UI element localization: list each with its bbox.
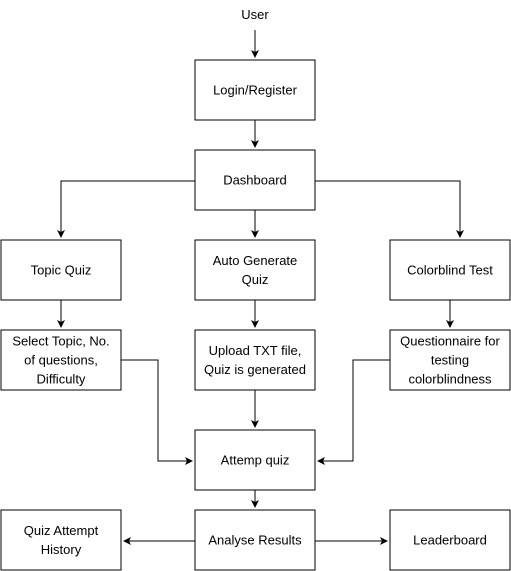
edges (57, 30, 464, 545)
svg-text:Analyse Results: Analyse Results (208, 533, 302, 548)
node-upload-txt: Upload TXT file, Quiz is generated (194, 329, 316, 391)
edge-dashboard-topic-quiz (57, 180, 195, 238)
node-label-line: Analyse Results (208, 533, 302, 548)
node-label-line: of questions, (24, 353, 98, 368)
node-login: Login/Register (194, 59, 316, 121)
node-topic-quiz: Topic Quiz (0, 239, 122, 301)
node-label-line: Questionnaire for (400, 334, 500, 349)
node-label-line: Login/Register (213, 83, 297, 98)
user-label: User (241, 7, 269, 22)
node-colorblind-test: Colorblind Test (389, 239, 511, 301)
node-label-line: Upload TXT file, (209, 343, 302, 358)
node-label-line: Dashboard (223, 173, 287, 188)
node-analyse-results: Analyse Results (194, 509, 316, 571)
node-label-line: Quiz is generated (204, 362, 306, 377)
svg-text:Upload TXT file,Quiz is genera: Upload TXT file, Quiz is generated (204, 343, 306, 377)
node-attempt-quiz: Attemp quiz (194, 429, 316, 491)
node-label-line: colorblindness (408, 372, 492, 387)
node-label-line: Attemp quiz (221, 453, 290, 468)
node-label-line: History (41, 542, 82, 557)
node-dashboard: Dashboard (194, 149, 316, 211)
edge-dashboard-colorblind (315, 180, 464, 238)
svg-text:Select Topic, No.of questions,: Select Topic, No. of questions, Difficulty (12, 334, 109, 387)
svg-text:Colorblind Test: Colorblind Test (407, 263, 493, 278)
node-label-line: Difficulty (37, 372, 86, 387)
node-leaderboard: Leaderboard (389, 509, 511, 571)
node-label-line: Topic Quiz (31, 263, 92, 278)
edge-select-topic-attempt (121, 359, 193, 465)
node-select-topic: Select Topic, No. of questions, Difficulty (0, 329, 122, 391)
node-label-line: Auto Generate (213, 253, 298, 268)
svg-text:Dashboard: Dashboard (223, 173, 287, 188)
node-label-line: Quiz (242, 272, 269, 287)
node-label-line: Colorblind Test (407, 263, 493, 278)
svg-text:Leaderboard: Leaderboard (413, 533, 487, 548)
node-label-line: Leaderboard (413, 533, 487, 548)
svg-text:Topic Quiz: Topic Quiz (31, 263, 92, 278)
node-label-line: Quiz Attempt (24, 523, 99, 538)
svg-text:Attemp quiz: Attemp quiz (221, 453, 290, 468)
node-label-line: Select Topic, No. (12, 334, 109, 349)
svg-text:Login/Register: Login/Register (213, 83, 297, 98)
node-questionnaire: Questionnaire for testing colorblindness (389, 329, 511, 391)
node-label-line: testing (431, 353, 469, 368)
edge-questionnaire-attempt (317, 359, 390, 465)
